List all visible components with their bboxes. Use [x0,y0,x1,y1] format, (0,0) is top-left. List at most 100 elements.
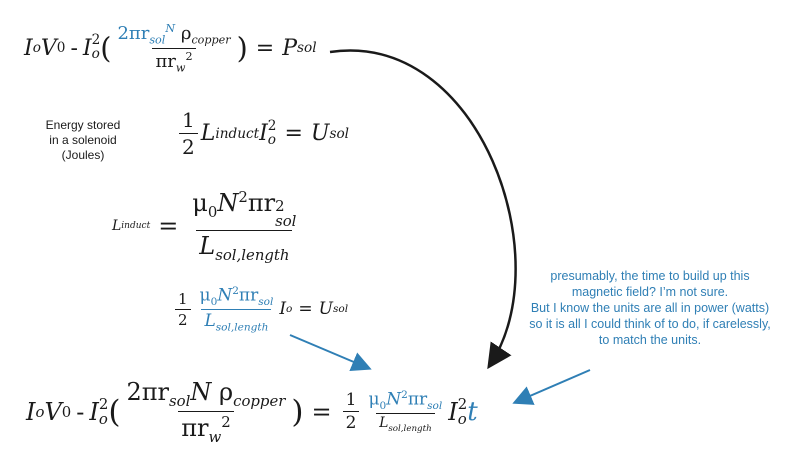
eq1-num-n: N [165,22,176,35]
eq4-half-den: 2 [175,308,191,329]
eq2-exp: 2 [267,117,277,134]
eq3-equals: = [158,211,179,240]
eq5-equals: = [311,397,332,426]
note-line: so it is all I could think of to do, if … [529,317,771,331]
eq3-n-exp: 2 [238,188,248,206]
note-line: presumably, the time to build up this [550,269,750,283]
eq5-num-n: N [190,378,212,406]
eq5-v: V [44,397,62,426]
eq5-mu-sub: 0 [379,400,387,413]
eq5-half-num: 1 [345,390,357,411]
eq3-pi-r: πr [247,189,276,217]
eq2-i-sub: o [267,131,276,148]
eq5-rho: ρ [219,378,234,406]
eq5-den2: L [379,415,389,432]
annotation-note: presumably, the time to build up this ma… [520,268,780,348]
eq5-i2: I [89,397,99,426]
energy-label: Energy stored in a solenoid (Joules) [28,118,138,163]
eq4-den: L [204,311,216,332]
eq4-r-sub: sol [258,296,274,309]
eq1-i-sub: o [32,40,41,57]
eq5-n: N [386,390,402,411]
eq5-n-exp: 2 [401,389,408,402]
eq5-half-den: 2 [342,411,360,433]
eq5-i3-sub: o [457,409,467,428]
eq1-num-sub: sol [149,33,166,47]
arrow-blue-right [512,369,591,405]
eq1-i: I [24,35,33,61]
eq4-den-sub: sol,length [215,321,269,334]
eq1-v-sub: 0 [56,40,66,57]
eq1-den-sub: w [175,61,186,75]
eq1-num-blue: 2πr [117,23,150,44]
eq5-i: I [26,397,36,426]
eq1-i2: I [82,35,92,61]
eq4-mu-sub: 0 [210,296,218,309]
eq1-den-exp: 2 [185,49,193,63]
energy-label-line2: in a solenoid (Joules) [49,133,117,162]
note-line: to match the units. [598,333,702,347]
eq5-pi-r: πr [407,390,428,411]
eq5-rho-sub: copper [233,391,286,410]
eq4-n-exp: 2 [232,285,239,297]
eq4-n: N [217,285,233,306]
eq4-equals: = [298,299,313,320]
eq1-rparen: ) [236,31,248,66]
eq3-l-sub: induct [121,220,151,231]
eq2-u-sub: sol [329,125,350,142]
eq4-fraction: μ0N2πrsol Lsol,length [197,285,277,333]
eq2-i: I [259,121,268,146]
energy-label-line1: Energy stored [45,118,121,132]
note-line: But I know the units are all in power (w… [530,301,770,315]
eq5-den-exp: 2 [221,412,231,431]
eq3-den: L [199,231,216,260]
eq2-equals: = [284,121,303,146]
eq5-i3-exp: 2 [457,394,468,413]
eq5-den-sub: w [208,427,222,446]
eq1-rho-sub: copper [191,33,231,47]
eq3-den-sub: sol,length [215,245,290,264]
eq5-num-sub: sol [169,391,191,410]
eq2-u: U [310,121,330,146]
eq5-minus: - [76,397,85,426]
eq3-l: L [112,217,122,234]
eq1-rho: ρ [180,23,192,44]
eq2-l: L [200,121,216,146]
eq4-half-num: 1 [178,289,188,308]
eq5-i-sub: o [35,402,45,421]
note-line: magnetic field? I’m not sure. [571,285,729,299]
eq5-den: πr [181,413,209,442]
eq5-r-sub: sol [427,400,443,413]
eq2-num: 1 [182,108,195,132]
eq3-r-sub: sol [275,211,297,230]
arrow-blue-left [289,334,372,371]
eq5-exp: 2 [98,394,109,413]
eq4-pi-r: πr [238,285,259,306]
eq1-exp: 2 [91,32,101,49]
eq1-v: V [40,35,57,61]
eq4-i: I [279,299,287,320]
eq5-num: 2πr [126,378,170,406]
eq4-mu: μ [199,285,211,306]
eq2-den: 2 [179,133,198,159]
eq1-minus: - [70,35,78,61]
eq3-r-exp: 2 [275,197,285,215]
eq3-mu-sub: 0 [207,202,218,221]
eq1-rhs-sub: sol [297,40,317,57]
eq1-fraction: 2πrsolN ρcopper πrw2 [114,22,233,74]
eq2-l-sub: induct [215,125,260,142]
eq5-fraction: 2πrsolN ρcopper πrw2 [124,378,289,446]
eq1-equals: = [255,35,275,61]
eq1-rhs: P [282,35,298,61]
eq5-lparen: ( [108,393,121,430]
eq1-den: πr [155,50,176,72]
eq5-time: t [467,396,478,427]
eq1-lparen: ( [100,31,112,66]
